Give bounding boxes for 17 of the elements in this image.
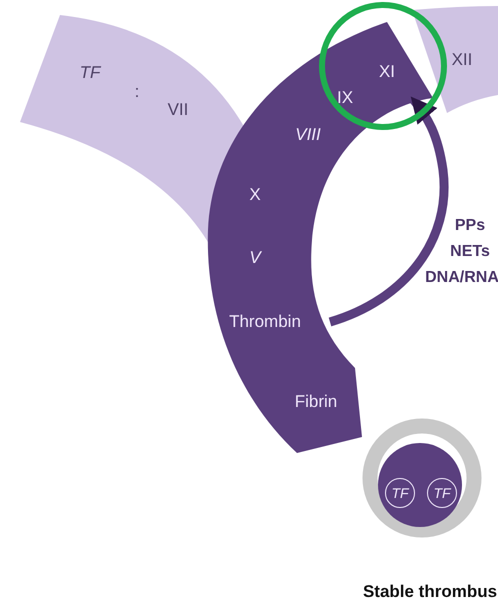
factor-label: TF	[78, 62, 102, 84]
thrombus-label: Stable thrombus	[362, 581, 498, 603]
factor-label: V	[248, 246, 262, 270]
factor-label: XI	[362, 46, 412, 98]
trigger-label: NETs	[449, 242, 491, 262]
factor-label: IX	[330, 86, 360, 110]
fibrin-label: Fibrin	[284, 390, 348, 414]
complex-colon: :	[134, 81, 140, 103]
feedback-arrow	[328, 95, 449, 326]
factor-circle: TF	[427, 478, 457, 508]
factor-label: VIII	[288, 123, 328, 147]
factor-circle: TF	[385, 478, 415, 508]
trigger-label: PPs	[454, 216, 486, 236]
factor-label: XII	[450, 49, 474, 71]
thrombin-label: Thrombin	[200, 310, 330, 334]
factor-label: X	[248, 183, 262, 207]
factor-label: VII	[166, 99, 190, 121]
